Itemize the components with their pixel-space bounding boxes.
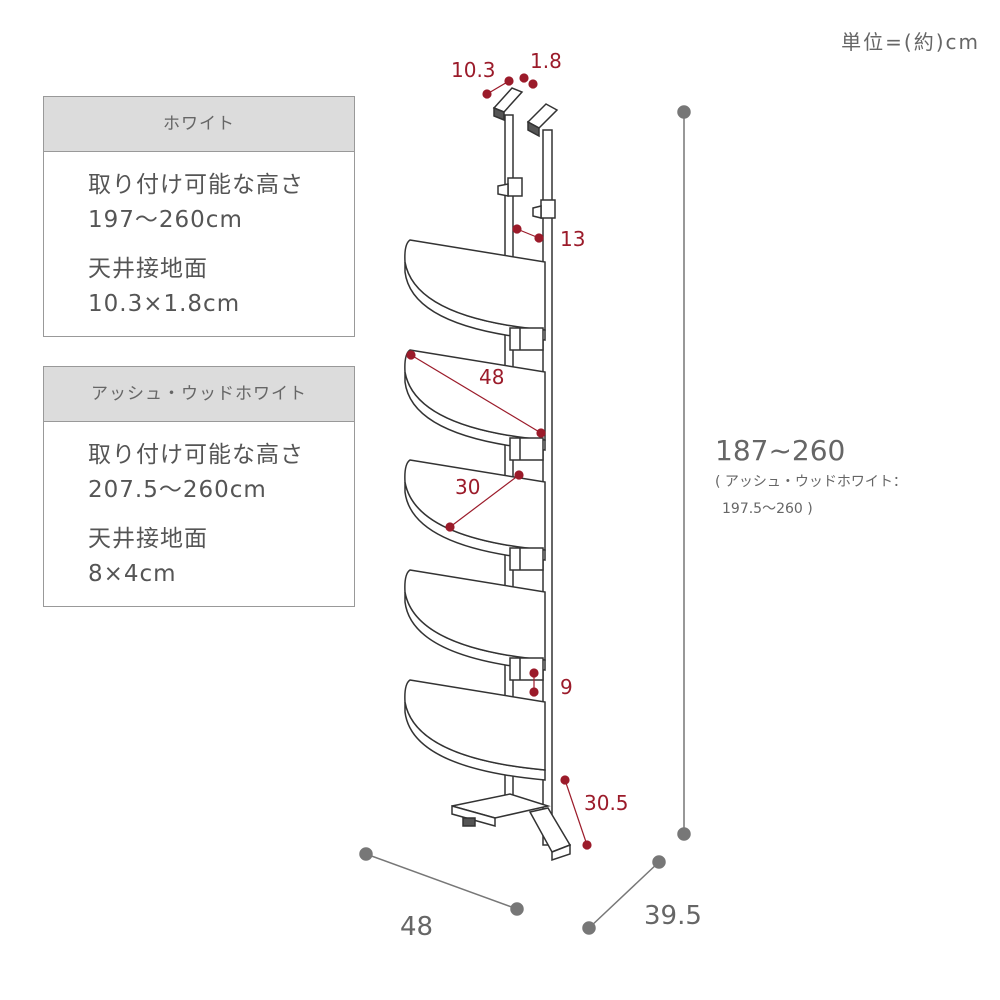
dim-shelf-spacing: 9 — [560, 675, 573, 699]
base-foot — [462, 817, 476, 827]
contact-value: 8×4cm — [88, 561, 177, 587]
height-value: 197〜260cm — [88, 207, 243, 233]
dim-total-height-note-2: 197.5〜260 ) — [722, 501, 813, 517]
contact-label: 天井接地面 — [88, 526, 208, 552]
unit-label: 単位=(約)cm — [841, 30, 980, 54]
spec-header-ash: アッシュ・ウッドホワイト — [44, 367, 354, 422]
dim-pole-gap: 13 — [560, 227, 585, 251]
overall-dims — [359, 105, 691, 935]
dim-top-depth: 1.8 — [530, 49, 562, 73]
shelf-top — [404, 459, 546, 551]
shelf-5 — [404, 657, 546, 781]
width-dim-line — [365, 853, 518, 910]
contact-label: 天井接地面 — [88, 256, 208, 282]
adjuster-front — [540, 199, 556, 219]
shelf-bracket — [509, 327, 544, 351]
shelf-2 — [404, 327, 546, 451]
shelf-3 — [404, 437, 546, 561]
dimension-labels: 10.3 1.8 13 48 30 9 30.5 187~260 ( アッシュ・… — [400, 49, 907, 942]
dim-top-width: 10.3 — [451, 58, 496, 82]
dim-shelf-diagonal: 48 — [479, 365, 504, 389]
shelf-1 — [404, 239, 546, 341]
shelf-top — [404, 679, 546, 771]
spec-box-ash: アッシュ・ウッドホワイト 取り付け可能な高さ 207.5〜260cm 天井接地面… — [43, 366, 355, 607]
spec-box-white: ホワイト 取り付け可能な高さ 197〜260cm 天井接地面 10.3×1.8c… — [43, 96, 355, 337]
contact-value: 10.3×1.8cm — [88, 291, 241, 317]
adjuster-back — [507, 177, 523, 197]
shelf-top — [404, 569, 546, 661]
base — [451, 793, 572, 862]
spec-header-white: ホワイト — [44, 97, 354, 152]
dim-shelf-depth: 30 — [455, 475, 480, 499]
shelves — [404, 239, 546, 781]
height-label: 取り付け可能な高さ — [88, 442, 304, 468]
dim-total-height-note-1: ( アッシュ・ウッドホワイト： — [715, 474, 907, 490]
dim-base-leg: 30.5 — [584, 791, 629, 815]
ceiling-cap-back — [492, 87, 524, 113]
dim-total-height: 187~260 — [715, 434, 845, 467]
depth-dim-line — [588, 861, 660, 929]
base-leg — [528, 807, 572, 853]
shelf-4 — [404, 547, 546, 671]
height-value: 207.5〜260cm — [88, 477, 267, 503]
ceiling-caps — [492, 87, 559, 138]
shelf-bracket — [509, 547, 544, 571]
dim-base-depth: 39.5 — [644, 901, 702, 931]
shelf-top — [404, 239, 546, 331]
dim-base-width: 48 — [400, 912, 433, 942]
detail-dims — [406, 73, 592, 850]
adjusters — [497, 177, 556, 219]
height-label: 取り付け可能な高さ — [88, 172, 304, 198]
shelf-bracket — [509, 657, 544, 681]
shelf-bracket — [509, 437, 544, 461]
